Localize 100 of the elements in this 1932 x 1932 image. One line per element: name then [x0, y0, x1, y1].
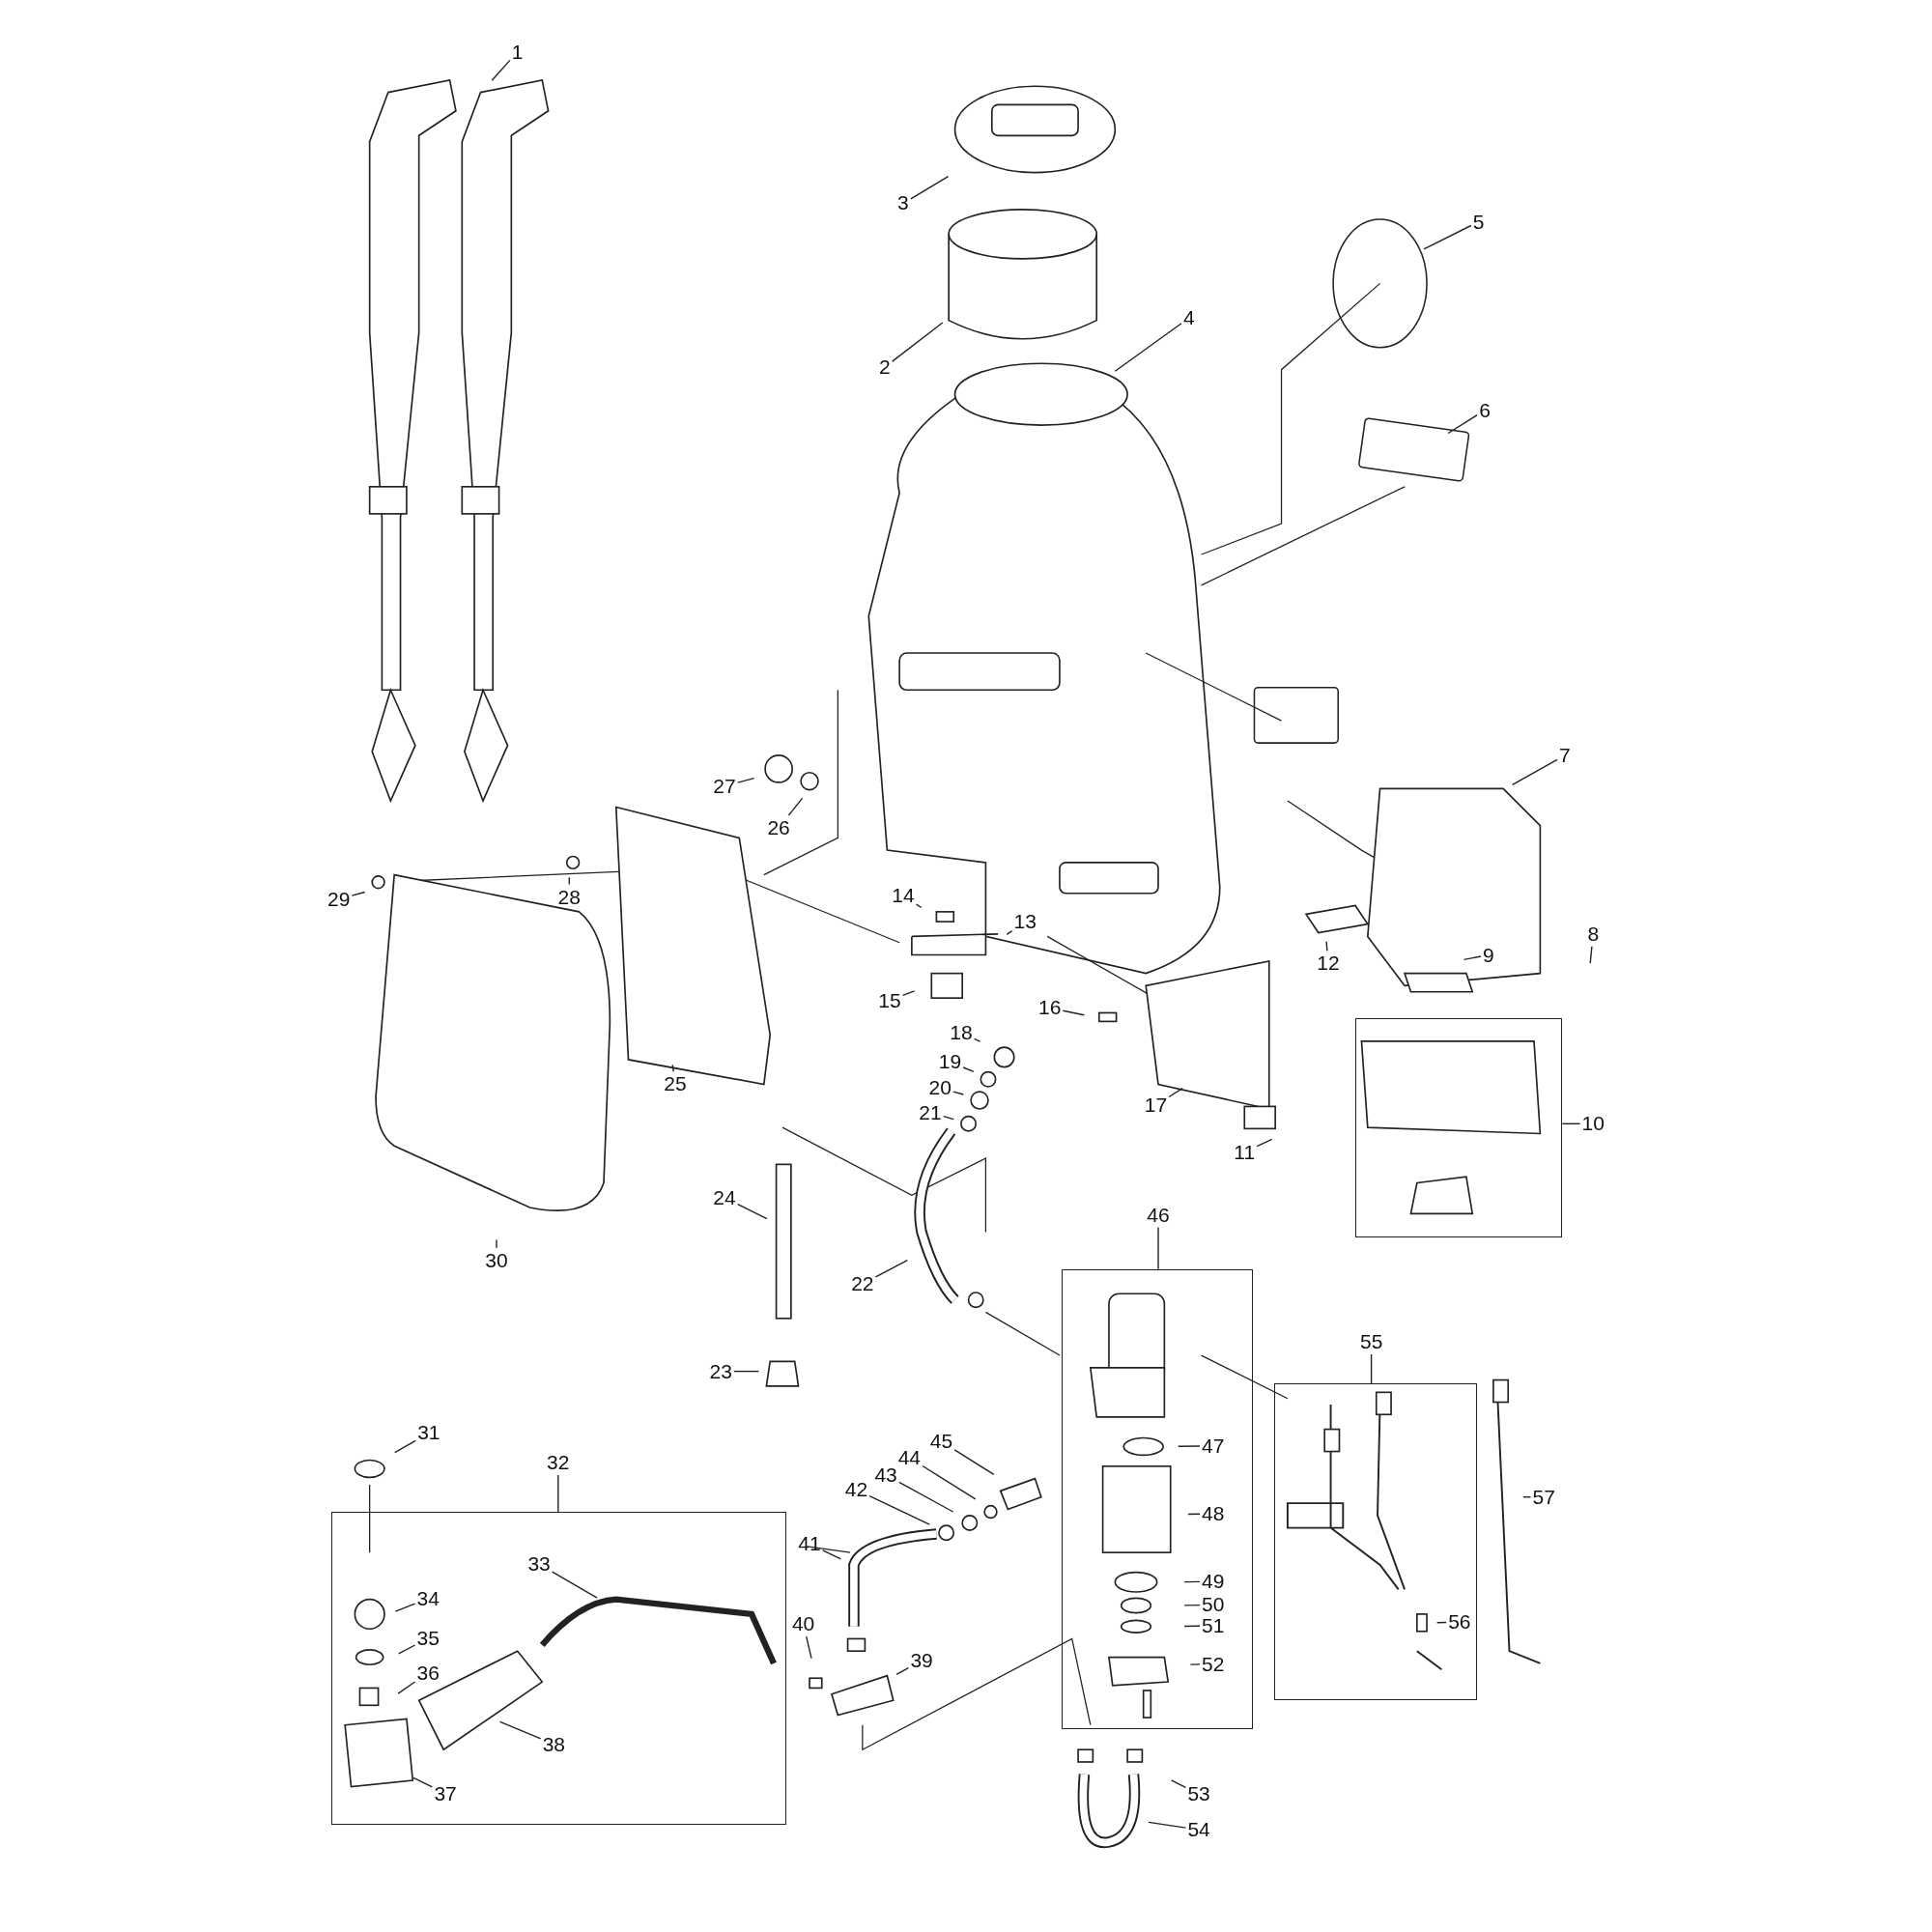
callout-number: 25 — [664, 1073, 687, 1095]
callout-number: 19 — [938, 1051, 962, 1073]
leader-line — [1062, 1009, 1085, 1016]
callout-number: 17 — [1144, 1094, 1168, 1117]
leader-line — [1178, 1445, 1201, 1447]
callout-number: 15 — [878, 989, 901, 1011]
leader-line — [491, 59, 511, 81]
callout-number: 51 — [1202, 1615, 1225, 1637]
leader-line — [910, 176, 950, 200]
callout-number: 12 — [1317, 952, 1340, 975]
callout-number: 30 — [485, 1249, 508, 1271]
callout-number: 52 — [1202, 1653, 1225, 1675]
leader-line — [557, 1474, 559, 1513]
callout-number: 23 — [709, 1360, 732, 1382]
callout-number: 26 — [767, 817, 790, 839]
leader-line — [1006, 930, 1013, 935]
callout-number: 54 — [1187, 1819, 1210, 1841]
leader-line — [1370, 1353, 1373, 1385]
callout-number: 33 — [527, 1553, 551, 1576]
leader-line — [1325, 941, 1328, 952]
leader-line — [973, 1037, 981, 1042]
group-frame — [1355, 1017, 1563, 1237]
leader-line — [1183, 1625, 1201, 1628]
leader-line — [1589, 946, 1593, 964]
leader-line — [568, 876, 570, 886]
callout-number: 29 — [327, 889, 351, 911]
leader-line — [394, 1603, 416, 1612]
callout-number: 39 — [910, 1650, 933, 1672]
leader-line — [943, 1115, 954, 1121]
leader-line — [498, 1720, 542, 1740]
leader-line — [1183, 1604, 1201, 1606]
leader-line — [1561, 1122, 1581, 1124]
leader-line — [1170, 1779, 1187, 1788]
callout-number: 24 — [713, 1186, 736, 1208]
leader-line — [1168, 1088, 1183, 1098]
callout-number: 27 — [713, 775, 736, 797]
callout-number: 43 — [874, 1463, 897, 1486]
leader-line — [915, 903, 923, 909]
leader-line — [1183, 1580, 1201, 1583]
callout-number: 11 — [1234, 1141, 1256, 1163]
leader-line — [1447, 414, 1478, 435]
callout-number: 16 — [1038, 997, 1062, 1019]
leader-line — [953, 1449, 995, 1476]
leader-line — [1511, 758, 1558, 786]
callout-number: 42 — [844, 1479, 868, 1501]
leader-line — [1522, 1496, 1532, 1498]
callout-number: 55 — [1359, 1331, 1383, 1352]
leader-line — [806, 1635, 812, 1660]
callout-number: 56 — [1448, 1611, 1471, 1634]
callout-number: 28 — [557, 886, 581, 908]
callout-number: 35 — [416, 1627, 440, 1649]
leader-line — [868, 1494, 930, 1525]
callout-number: 4 — [1183, 307, 1195, 329]
leader-line — [351, 891, 366, 896]
leader-line — [874, 1260, 908, 1278]
group-frame — [1062, 1268, 1254, 1729]
callout-number: 46 — [1147, 1204, 1170, 1226]
callout-number: 47 — [1202, 1435, 1225, 1457]
callout-number: 38 — [542, 1733, 566, 1755]
leader-line — [1157, 1226, 1159, 1270]
callout-number: 45 — [929, 1431, 953, 1453]
callout-number: 2 — [878, 356, 891, 379]
leader-line — [822, 1549, 842, 1560]
callout-number: 36 — [416, 1662, 440, 1684]
callout-number: 32 — [547, 1452, 570, 1473]
leader-line — [733, 1370, 760, 1373]
leader-line — [496, 1238, 497, 1249]
callout-number: 8 — [1587, 923, 1600, 945]
callout-number: 40 — [791, 1613, 815, 1635]
callout-number: 22 — [851, 1273, 874, 1295]
leader-line — [1187, 1513, 1201, 1516]
leader-line — [1114, 323, 1182, 372]
leader-line — [962, 1066, 975, 1072]
leader-line — [892, 322, 944, 362]
leader-line — [737, 777, 755, 783]
group-frame — [331, 1512, 786, 1825]
callout-number: 50 — [1202, 1594, 1225, 1616]
leader-line — [412, 1776, 434, 1788]
leader-line — [1256, 1138, 1273, 1148]
callout-number: 10 — [1581, 1113, 1605, 1135]
leader-line — [898, 1481, 954, 1513]
leader-line — [671, 1064, 674, 1073]
leader-line — [1463, 955, 1482, 961]
leader-line — [1189, 1663, 1201, 1665]
callout-number: 31 — [417, 1422, 440, 1444]
leader-line — [398, 1644, 416, 1655]
leader-line — [901, 990, 916, 997]
leader-line — [1148, 1821, 1187, 1829]
callout-number: 48 — [1202, 1503, 1225, 1524]
callout-number: 13 — [1013, 911, 1037, 933]
callout-number: 5 — [1472, 211, 1485, 233]
callout-number: 34 — [416, 1588, 440, 1609]
leader-line — [922, 1464, 977, 1500]
group-frame — [1273, 1383, 1478, 1701]
callout-number: 21 — [919, 1101, 942, 1123]
callout-number: 37 — [434, 1782, 457, 1804]
leader-line — [552, 1571, 598, 1599]
callout-number: 14 — [892, 885, 915, 907]
leader-line — [787, 797, 804, 816]
callout-number: 7 — [1559, 744, 1571, 766]
